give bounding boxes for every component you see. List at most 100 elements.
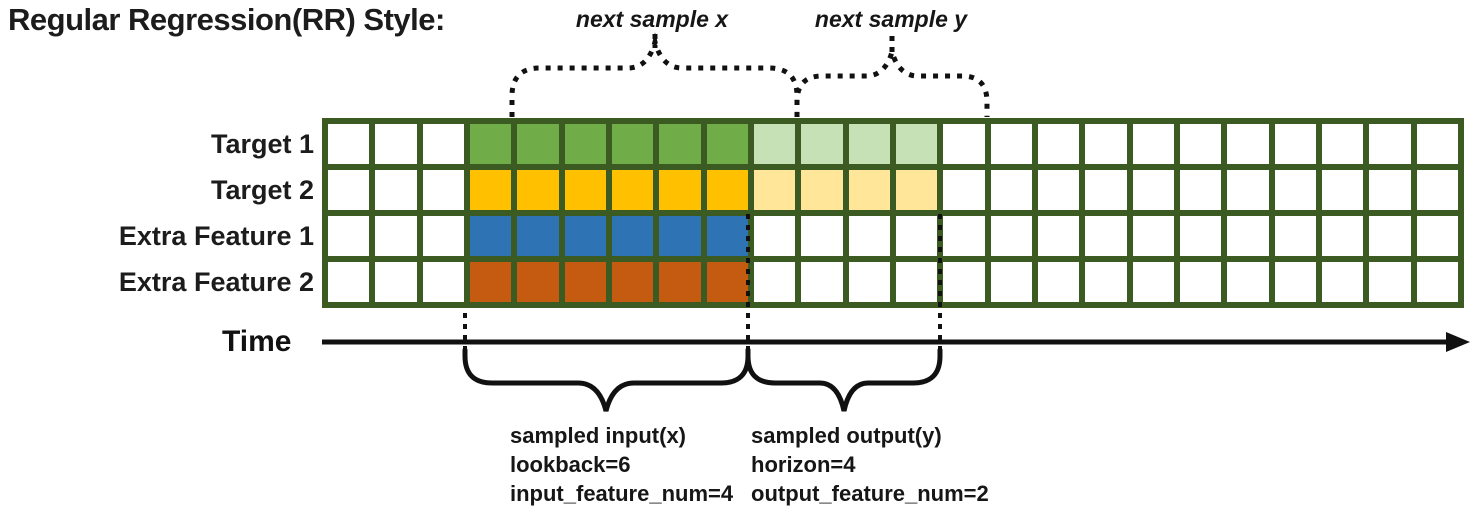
grid-cell (801, 216, 843, 256)
grid-cell (659, 216, 701, 256)
grid-cell (469, 262, 512, 302)
grid-cell (422, 170, 464, 210)
grid-cell (1416, 262, 1458, 302)
grid-cell (801, 124, 843, 164)
grid-cell (517, 216, 559, 256)
grid-cell (848, 124, 890, 164)
grid-cell (1037, 216, 1080, 256)
sampled-output-brace (745, 347, 943, 412)
grid-cell (1085, 216, 1127, 256)
grid-cell (469, 170, 512, 210)
grid-cell (1179, 262, 1222, 302)
grid-cell (801, 170, 843, 210)
grid-cell (564, 170, 606, 210)
grid-cell (1085, 124, 1127, 164)
grid-cell (1179, 216, 1222, 256)
grid-cell (943, 124, 985, 164)
grid-cell (659, 170, 701, 210)
row-label-target-1: Target 1 (210, 129, 314, 159)
grid-cell (328, 124, 370, 164)
grid-cell (659, 262, 701, 302)
grid-cell (328, 170, 370, 210)
grid-cell (1321, 216, 1364, 256)
next-sample-x-label: next sample x (575, 6, 729, 32)
grid-cell (422, 124, 464, 164)
grid-cell (1037, 170, 1080, 210)
grid-cell (1227, 124, 1269, 164)
grid-cell (328, 216, 370, 256)
grid-cell (1369, 216, 1411, 256)
grid-cell (990, 170, 1032, 210)
diagram-title: Regular Regression(RR) Style: (8, 2, 445, 37)
grid-cell (895, 216, 938, 256)
grid-cell (753, 216, 796, 256)
grid-cell (1132, 262, 1174, 302)
grid-cell (706, 262, 748, 302)
grid-cell (1274, 170, 1316, 210)
lookback-value: lookback=6 (510, 452, 631, 477)
output-feature-num-value: output_feature_num=2 (751, 481, 989, 506)
grid-cell (706, 124, 748, 164)
grid-cell (753, 262, 796, 302)
grid-cell (1274, 262, 1316, 302)
grid-cell (328, 262, 370, 302)
grid-cell (1416, 124, 1458, 164)
grid-cell (422, 216, 464, 256)
input-feature-num-value: input_feature_num=4 (510, 481, 734, 506)
grid-cell (517, 170, 559, 210)
grid-cell (375, 262, 417, 302)
grid-cell (1416, 170, 1458, 210)
grid-cell (943, 262, 985, 302)
grid-cell (517, 262, 559, 302)
grid-cell (1132, 170, 1174, 210)
row-label-extra-feature-1: Extra Feature 1 (118, 221, 314, 251)
grid-cell (990, 124, 1032, 164)
grid-cell (1321, 170, 1364, 210)
grid-cell (422, 262, 464, 302)
grid-cell (564, 216, 606, 256)
grid-cell (990, 262, 1032, 302)
grid-cell (943, 216, 985, 256)
grid-cell (1037, 262, 1080, 302)
grid-cell (1179, 170, 1222, 210)
grid-cell (801, 262, 843, 302)
grid-cell (1321, 124, 1364, 164)
sampled-input-note: sampled input(x) lookback=6 input_featur… (510, 421, 733, 508)
time-axis-arrowhead-icon (1446, 332, 1470, 352)
horizon-value: horizon=4 (751, 452, 856, 477)
grid-cell (375, 124, 417, 164)
grid-cell (1227, 170, 1269, 210)
grid-cell (1416, 216, 1458, 256)
grid-cell (706, 216, 748, 256)
sampled-output-note: sampled output(y) horizon=4 output_featu… (751, 421, 989, 508)
grid-cell (659, 124, 701, 164)
grid-cell (895, 170, 938, 210)
grid-cell (1227, 216, 1269, 256)
grid-cell (848, 262, 890, 302)
grid-cell (564, 124, 606, 164)
next-sample-y-brace (794, 43, 990, 117)
grid-cell (469, 124, 512, 164)
grid-cell (1179, 124, 1222, 164)
time-axis-label: Time (222, 325, 292, 358)
next-sample-x-brace (509, 32, 800, 117)
grid-cell (753, 124, 796, 164)
grid-cell (848, 170, 890, 210)
grid-cell (1369, 262, 1411, 302)
grid-cell (1085, 262, 1127, 302)
grid-cell (611, 216, 654, 256)
grid-cell (895, 124, 938, 164)
grid-cell (375, 216, 417, 256)
row-label-extra-feature-2: Extra Feature 2 (118, 267, 314, 297)
grid-cell (1132, 124, 1174, 164)
grid-cell (469, 216, 512, 256)
grid-cell (753, 170, 796, 210)
grid-cell (1037, 124, 1080, 164)
next-sample-y-label: next sample y (814, 6, 968, 32)
grid-cell (1321, 262, 1364, 302)
sampled-input-title: sampled input(x) (510, 423, 687, 448)
grid-cell (1274, 124, 1316, 164)
grid-cell (1369, 170, 1411, 210)
grid-cell (1369, 124, 1411, 164)
